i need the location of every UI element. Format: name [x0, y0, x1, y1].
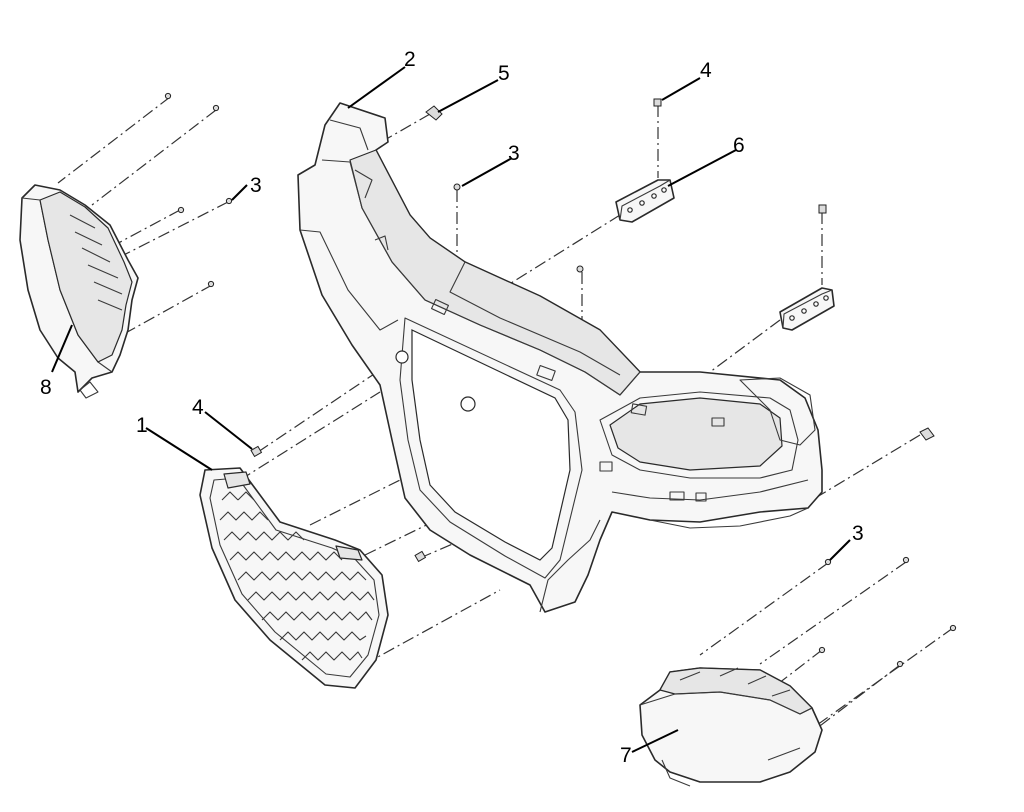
callout-left-headlight: 8	[40, 376, 52, 399]
callout-labels: 2 5 3 4 6 3 8 1 4 3 7	[40, 48, 864, 767]
callout-clip-top: 5	[498, 62, 510, 85]
bolt-bracket-lower	[818, 204, 827, 214]
callout-screw-left-headlight: 3	[250, 174, 262, 197]
front-fascia	[297, 102, 823, 613]
fasteners	[164, 92, 957, 668]
clip-top	[425, 105, 443, 121]
callout-bolt-grille: 4	[192, 396, 204, 419]
callout-bolt-top: 4	[700, 59, 712, 82]
callout-screw-right-headlight: 3	[852, 522, 864, 545]
bracket-lower	[779, 287, 835, 331]
leader-lines	[51, 66, 851, 753]
grille-mesh	[219, 491, 375, 661]
callout-grille: 1	[136, 414, 148, 437]
grille	[199, 467, 389, 689]
callout-right-headlight: 7	[620, 744, 632, 767]
bracket-upper	[615, 179, 675, 223]
callout-front-fascia: 2	[404, 48, 416, 71]
right-headlight	[639, 667, 823, 787]
left-headlight	[19, 184, 139, 399]
screw-center	[453, 183, 461, 191]
callout-bracket: 6	[733, 134, 745, 157]
bolt-top	[653, 98, 662, 107]
bolt-grille	[250, 445, 263, 458]
callout-screw-center: 3	[508, 142, 520, 165]
